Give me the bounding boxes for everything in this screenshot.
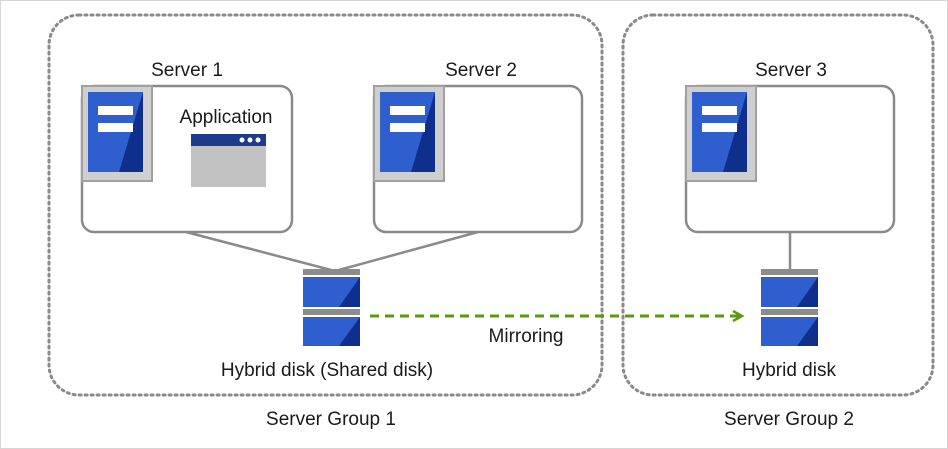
server1-disk-connector <box>185 230 332 272</box>
server-tower-icon <box>685 85 757 182</box>
application-window-icon <box>191 134 266 187</box>
server-3: Server 3 <box>684 60 896 234</box>
disk-stack-icon <box>303 269 360 346</box>
server-group-1-boundary <box>47 13 604 397</box>
server-2-label: Server 2 <box>445 60 517 81</box>
mirroring-label: Mirroring <box>489 326 564 347</box>
server-group-1-label: Server Group 1 <box>266 409 396 430</box>
server-1-label: Server 1 <box>151 60 223 81</box>
server-1: Server 1 Application <box>80 60 294 234</box>
server-tower-icon <box>373 85 445 182</box>
server-2: Server 2 <box>372 60 584 234</box>
shared-disk-label: Hybrid disk (Shared disk) <box>221 360 433 381</box>
server-group-2-boundary <box>621 13 935 397</box>
server-tower-icon <box>81 85 153 182</box>
server-group-2-label: Server Group 2 <box>724 409 854 430</box>
server-3-label: Server 3 <box>755 60 827 81</box>
hybrid-disk-label: Hybrid disk <box>742 360 836 381</box>
application-label: Application <box>180 107 273 128</box>
server2-disk-connector <box>338 230 479 272</box>
disk-stack-icon <box>761 269 818 346</box>
